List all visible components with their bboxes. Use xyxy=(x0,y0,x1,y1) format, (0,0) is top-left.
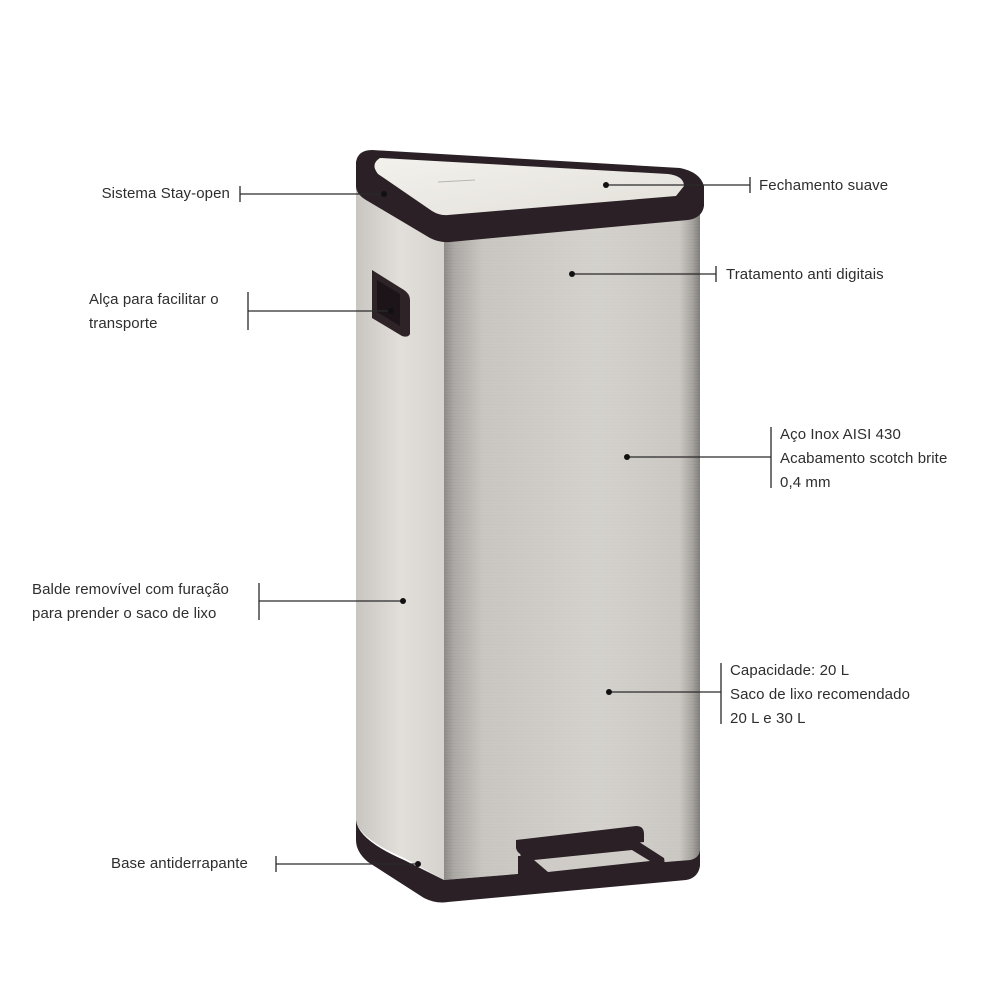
callout-anti-fingerprint: Tratamento anti digitais xyxy=(726,263,884,287)
bin-base xyxy=(356,820,700,903)
callout-capacity: Capacidade: 20 L Saco de lixo recomendad… xyxy=(730,659,910,731)
lid xyxy=(374,158,684,216)
callout-handle: Alça para facilitar o transporte xyxy=(89,288,219,336)
callout-text: Sistema Stay-open xyxy=(101,185,230,202)
callout-text: para prender o saco de lixo xyxy=(32,605,217,622)
callout-text: Balde removível com furação xyxy=(32,581,229,598)
callout-non-slip-base: Base antiderrapante xyxy=(111,852,248,876)
callout-soft-close: Fechamento suave xyxy=(759,174,888,198)
callout-text: 20 L e 30 L xyxy=(730,710,806,727)
callout-stay-open: Sistema Stay-open xyxy=(60,182,230,206)
callout-material: Aço Inox AISI 430 Acabamento scotch brit… xyxy=(780,423,947,495)
callout-text: Alça para facilitar o xyxy=(89,291,219,308)
callout-text: Base antiderrapante xyxy=(111,855,248,872)
callout-text: 0,4 mm xyxy=(780,474,831,491)
callout-text: Acabamento scotch brite xyxy=(780,450,948,467)
callout-text: Aço Inox AISI 430 xyxy=(780,426,901,443)
callout-text: Capacidade: 20 L xyxy=(730,662,850,679)
callout-text: transporte xyxy=(89,315,158,332)
callout-text: Fechamento suave xyxy=(759,177,889,194)
callout-text: Tratamento anti digitais xyxy=(726,266,884,283)
pedal-back xyxy=(516,826,644,856)
bin-side-face xyxy=(356,185,444,880)
callout-text: Saco de lixo recomendado xyxy=(730,686,911,703)
callout-removable-bucket: Balde removível com furação para prender… xyxy=(32,578,229,626)
